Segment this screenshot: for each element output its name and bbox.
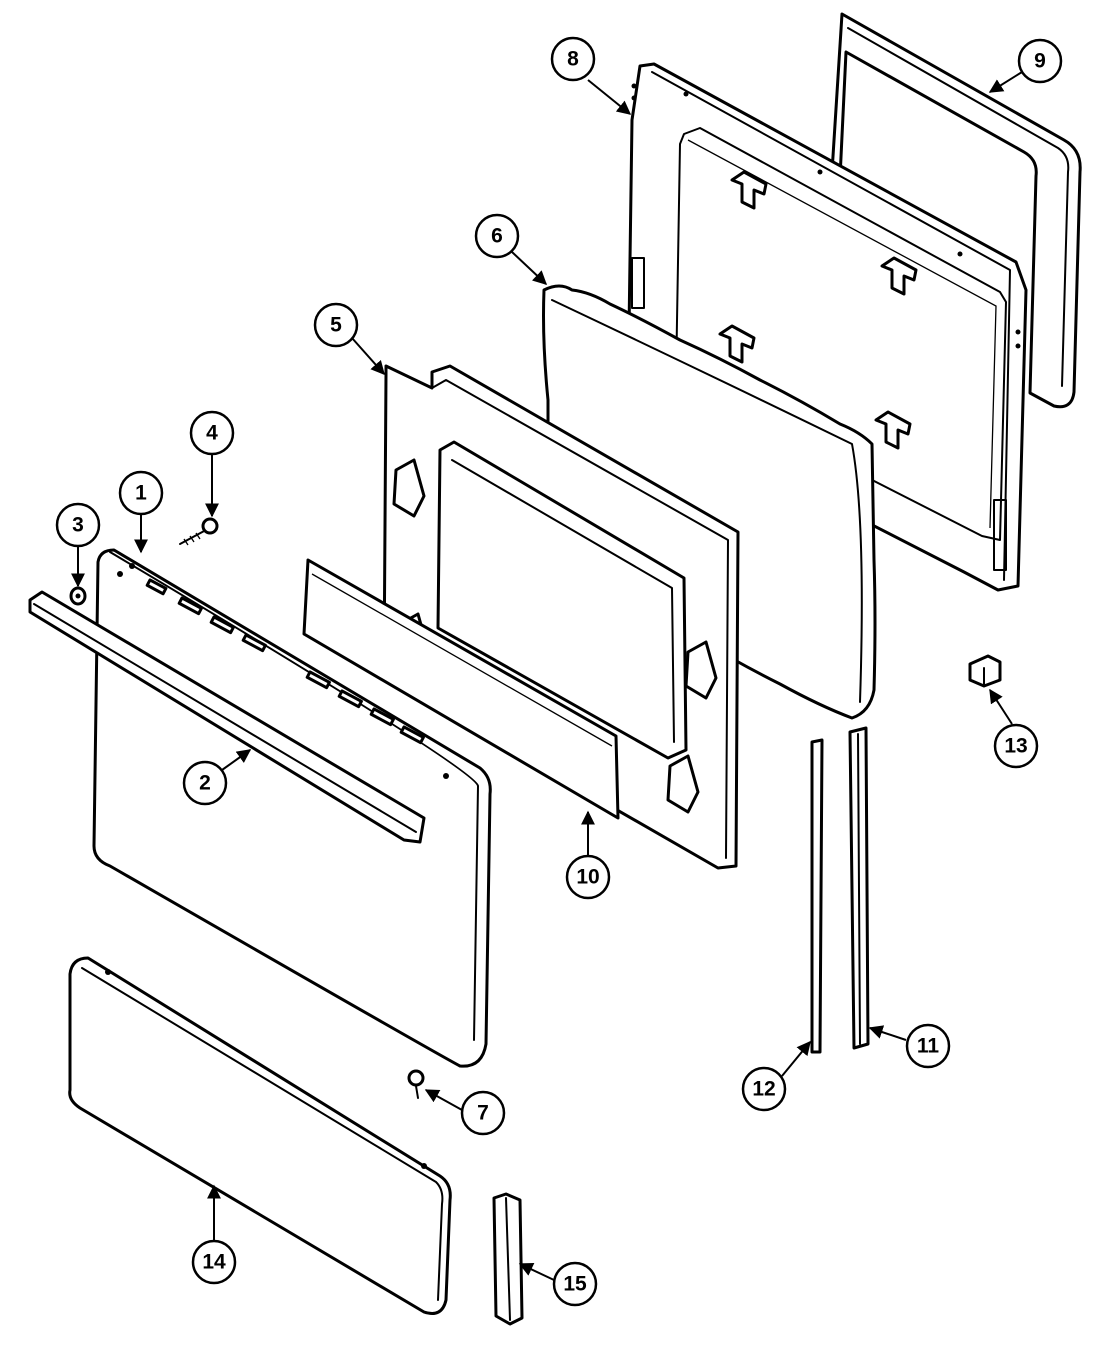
callout-1: 1: [118, 470, 164, 516]
svg-text:11: 11: [917, 1035, 940, 1058]
svg-text:6: 6: [491, 225, 503, 248]
svg-text:9: 9: [1034, 50, 1046, 73]
callout-10: 10: [565, 854, 611, 900]
callout-5: 5: [313, 302, 359, 348]
svg-text:10: 10: [576, 866, 599, 889]
svg-text:14: 14: [202, 1251, 226, 1274]
part-10-door-glass: [302, 558, 620, 820]
callout-7: 7: [460, 1090, 506, 1136]
svg-text:15: 15: [563, 1273, 587, 1296]
callout-15: 15: [552, 1261, 598, 1307]
callout-11: 11: [905, 1023, 951, 1069]
svg-text:4: 4: [206, 422, 218, 445]
part-4-screw: [179, 517, 219, 546]
callout-8: 8: [550, 36, 596, 82]
svg-text:13: 13: [1004, 735, 1027, 758]
svg-text:5: 5: [330, 314, 342, 337]
callout-4: 4: [189, 410, 235, 456]
svg-text:2: 2: [199, 772, 211, 795]
svg-text:12: 12: [752, 1078, 775, 1101]
callout-6: 6: [474, 213, 520, 259]
callout-13: 13: [993, 723, 1039, 769]
leader-lines: [71, 71, 1023, 1281]
part-12-side-trim: [810, 738, 824, 1054]
part-2-door-handle: [28, 590, 426, 844]
part-15-bracket: [492, 1192, 524, 1326]
part-8-inner-door-liner: [626, 62, 1028, 592]
part-1-outer-door-panel: [92, 548, 492, 1068]
callout-12: 12: [741, 1066, 787, 1112]
part-9-door-gasket: [830, 12, 1082, 409]
part-7-screw: [407, 1069, 425, 1099]
callout-3: 3: [55, 502, 101, 548]
callout-14: 14: [191, 1239, 237, 1285]
part-11-side-channel: [848, 726, 870, 1050]
callout-2: 2: [182, 760, 228, 806]
callout-9: 9: [1017, 38, 1063, 84]
vent-slots: [145, 578, 425, 745]
part-13-clip: [968, 654, 1002, 688]
svg-text:7: 7: [477, 1102, 489, 1125]
svg-text:1: 1: [135, 482, 147, 505]
svg-text:3: 3: [72, 514, 84, 537]
part-14-kick-panel: [68, 956, 452, 1315]
part-5-door-panel: [382, 364, 740, 870]
part-3-nut: [69, 586, 87, 606]
svg-text:8: 8: [567, 48, 579, 71]
